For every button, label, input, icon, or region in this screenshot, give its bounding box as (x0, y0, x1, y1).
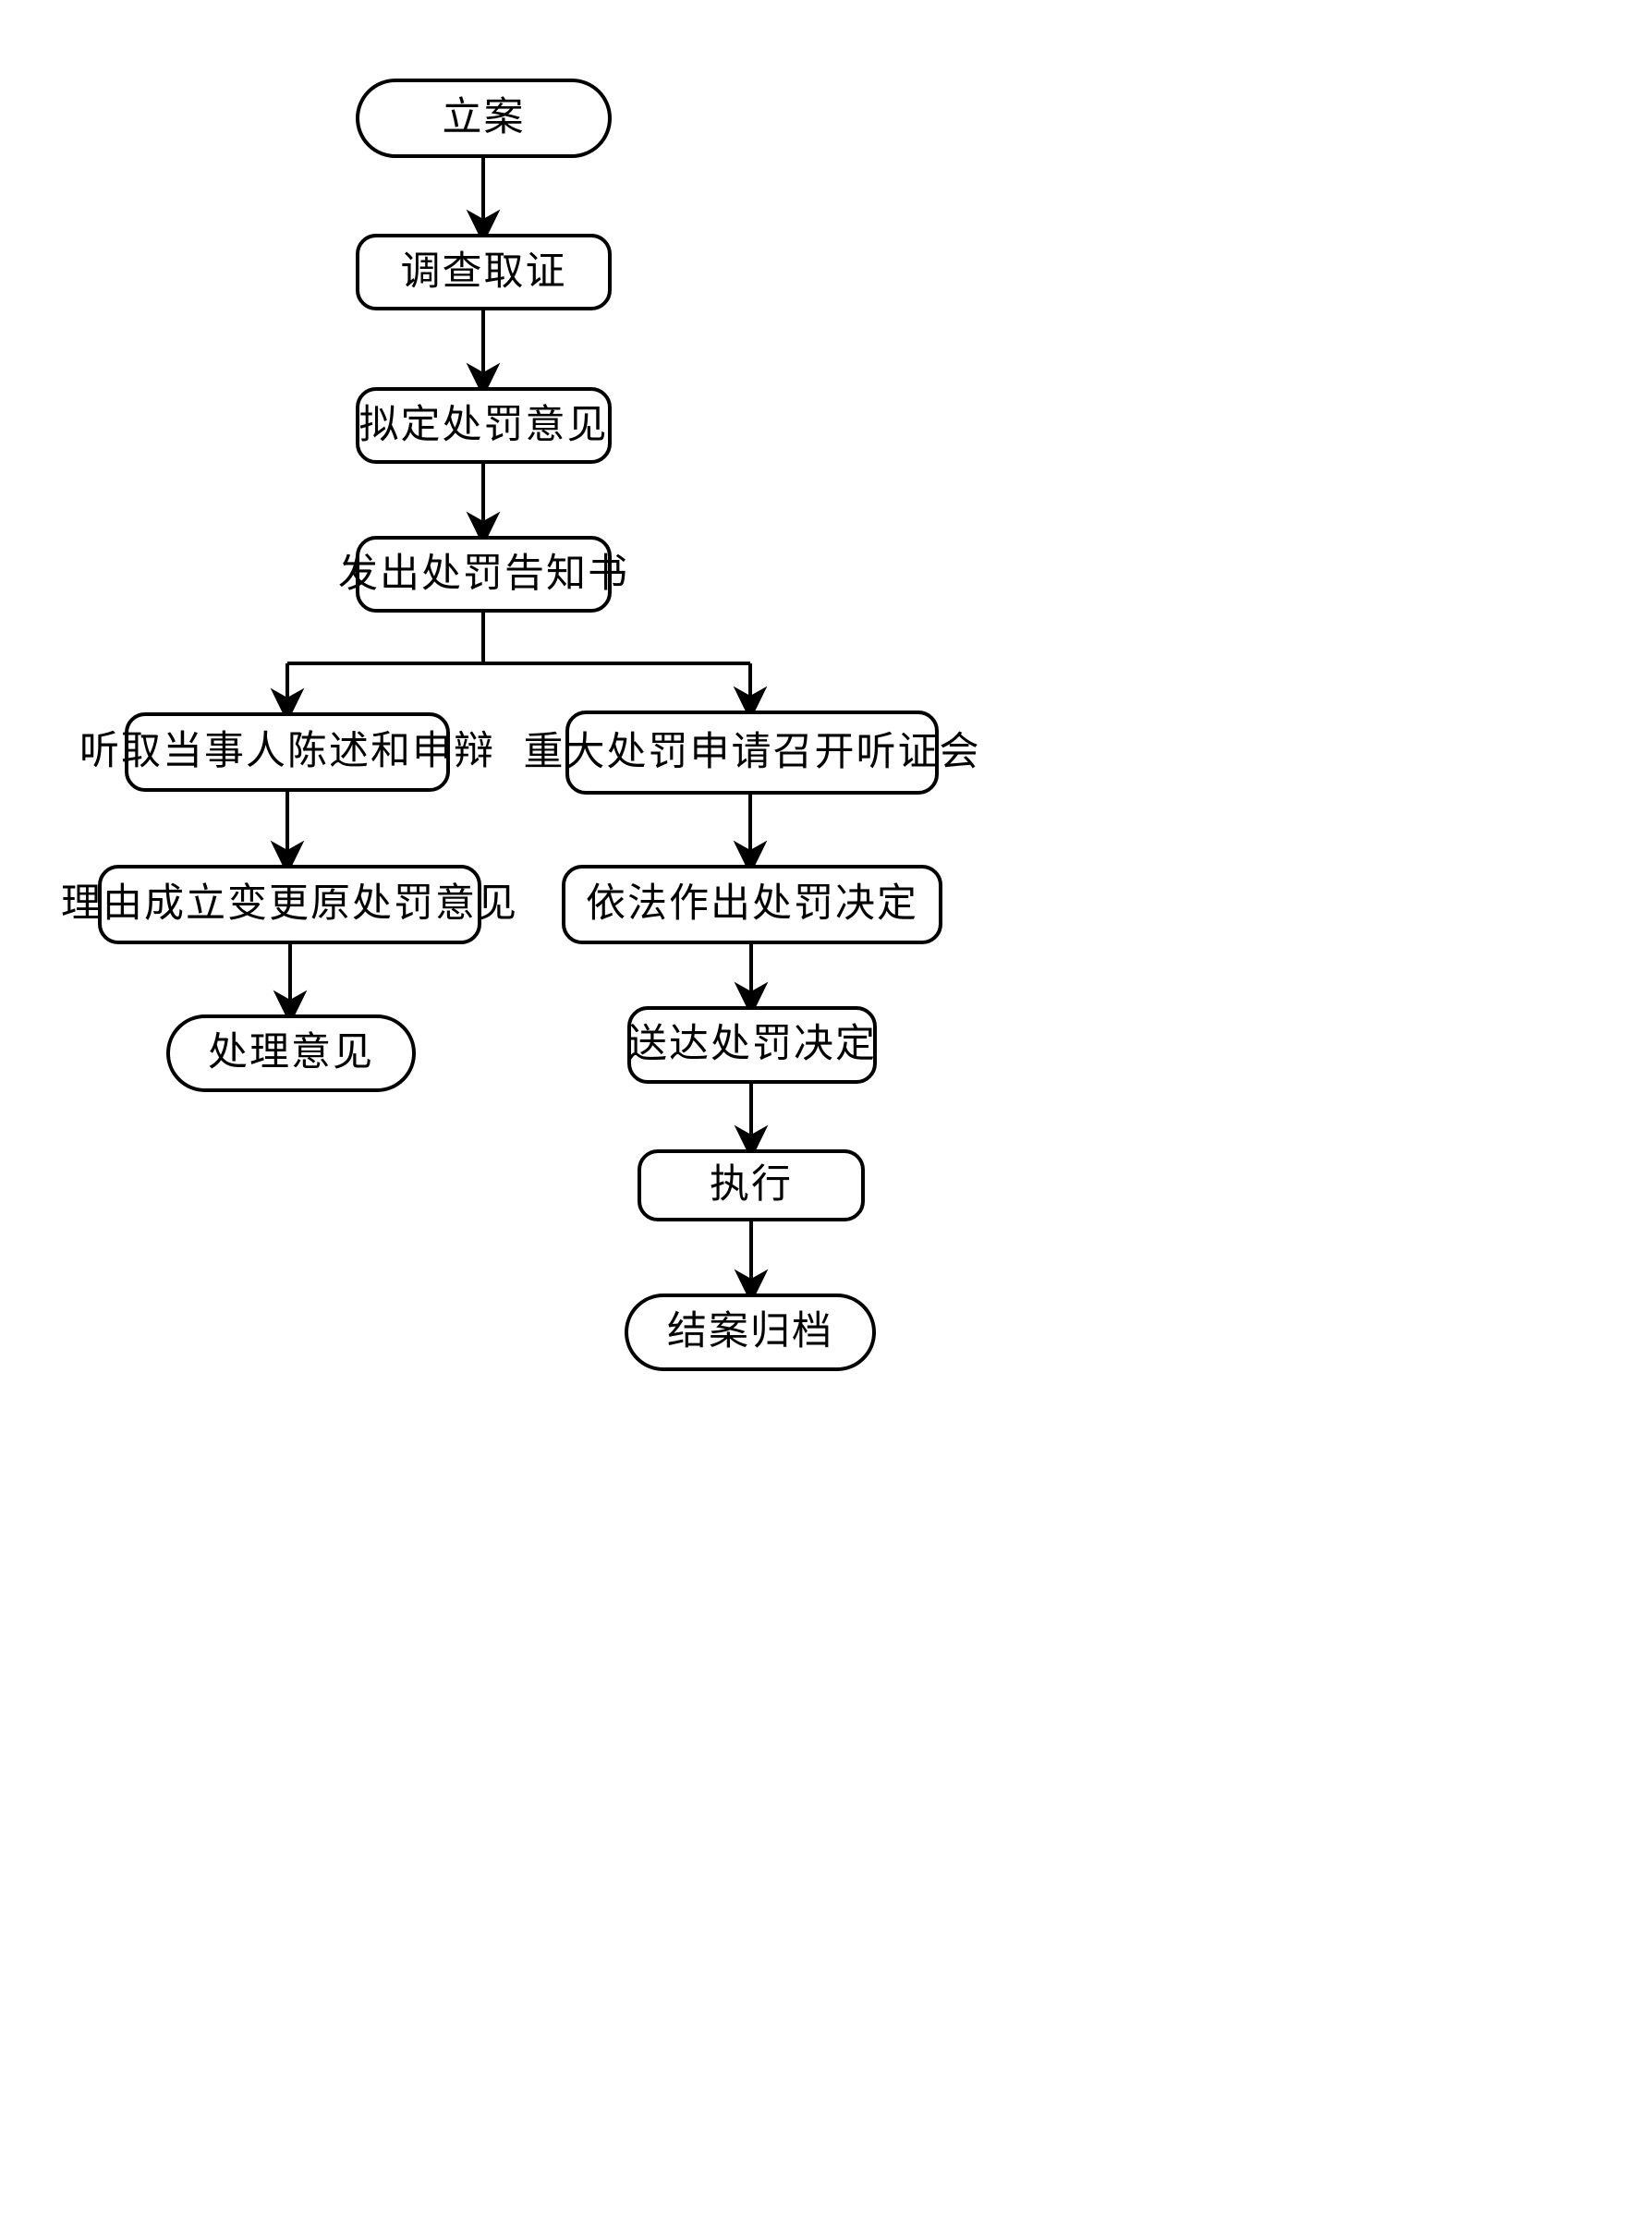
flow-node-label: 发出处罚告知书 (338, 551, 629, 596)
flow-node-label: 听取当事人陈述和申辩 (79, 729, 495, 774)
flow-node-zhongda-chufa-tingzhenghui[interactable]: 重大处罚申请召开听证会 (524, 711, 979, 795)
flow-node-label: 立案 (442, 95, 526, 140)
flow-node-label: 结案归档 (667, 1309, 833, 1354)
flow-node-label: 送达处罚决定 (627, 1022, 877, 1067)
flow-node-songda-chufa-juedin[interactable]: 送达处罚决定 (627, 1006, 877, 1084)
flow-node-label: 调查取证 (400, 249, 567, 294)
flow-node-chuli-yijian[interactable]: 处理意见 (166, 1014, 416, 1092)
flow-node-fachu-chufa-gaozhishu[interactable]: 发出处罚告知书 (338, 536, 627, 613)
flow-node-label: 执行 (710, 1162, 793, 1208)
flow-node-label: 重大处罚申请召开听证会 (523, 729, 981, 774)
flow-node-lian[interactable]: 立案 (356, 79, 612, 158)
flow-node-label: 处理意见 (208, 1030, 374, 1075)
flow-node-yifa-zuochu-juedin[interactable]: 依法作出处罚决定 (562, 865, 942, 944)
flow-node-tingqu-chenshu-shenbian[interactable]: 听取当事人陈述和申辩 (79, 712, 493, 792)
flow-node-niding-chufa-yijian[interactable]: 拟定处罚意见 (356, 387, 612, 464)
flow-node-label: 拟定处罚意见 (358, 402, 609, 447)
flow-node-diaocha-quzheng[interactable]: 调查取证 (356, 234, 612, 310)
flow-node-jiean-guidang[interactable]: 结案归档 (625, 1294, 876, 1371)
flow-node-zhixing[interactable]: 执行 (638, 1149, 865, 1221)
flow-node-label: 理由成立变更原处罚意见 (61, 881, 518, 927)
flow-node-label: 依法作出处罚决定 (586, 881, 918, 927)
flow-node-liyou-chengli-biangeng[interactable]: 理由成立变更原处罚意见 (61, 865, 516, 944)
